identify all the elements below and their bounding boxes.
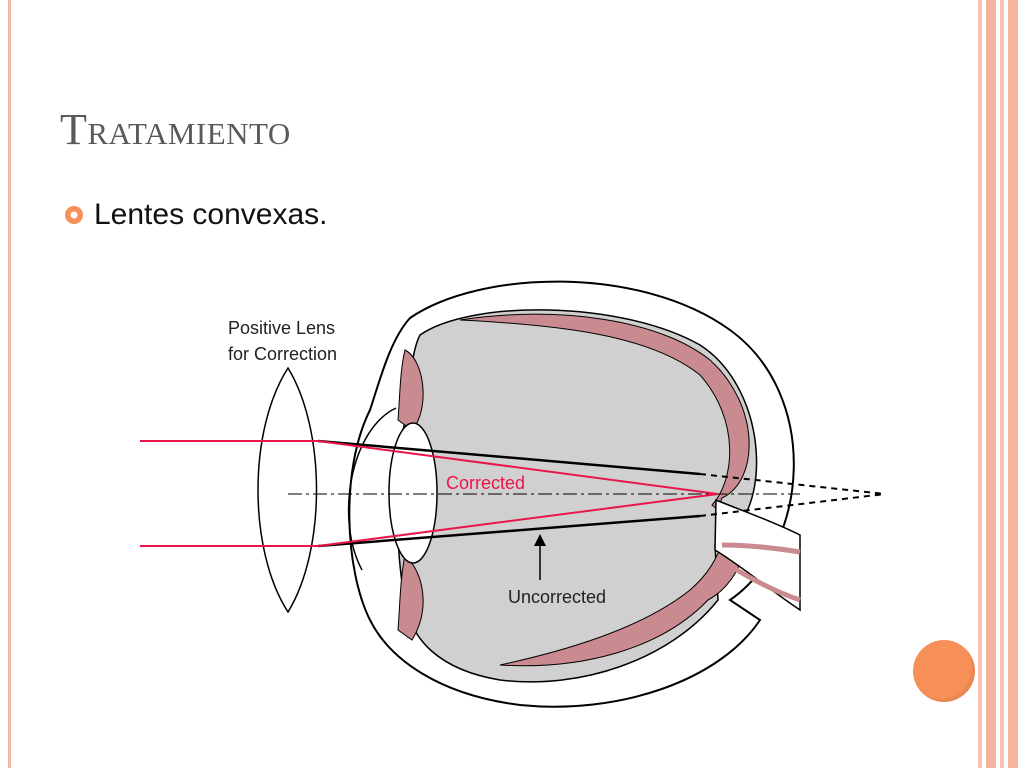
bullet-text: Lentes convexas.	[94, 198, 328, 231]
optic-nerve-tissue	[721, 542, 801, 555]
positive-correction-lens	[257, 366, 318, 614]
cornea	[347, 407, 397, 571]
uncorrected-ray-top	[317, 439, 701, 476]
uncorrected-label: Uncorrected	[508, 587, 606, 607]
lens-label-line1: Positive Lens	[228, 318, 335, 338]
crystalline-lens	[388, 422, 438, 564]
uncorrected-ray-bottom-extension	[699, 493, 886, 517]
corrected-label: Corrected	[446, 473, 525, 493]
corrected-ray-bottom	[317, 493, 719, 547]
left-border-line	[8, 0, 11, 768]
right-decorative-stripes	[964, 0, 1024, 768]
orange-accent-circle	[913, 640, 975, 702]
eye-lens-diagram: Positive Lens for Correction Corrected U…	[140, 280, 886, 708]
bullet-item: Lentes convexas.	[64, 198, 327, 232]
optic-nerve-tissue-lower	[718, 557, 801, 603]
corrected-ray-top	[317, 440, 719, 495]
uncorrected-ray-bottom	[317, 514, 701, 548]
uncorrected-arrow-head	[534, 534, 546, 546]
lens-label-line2: for Correction	[228, 344, 337, 364]
iris-lower	[397, 553, 424, 641]
uncorrected-ray-top-extension	[699, 473, 886, 495]
retina-tissue	[459, 313, 750, 667]
bullet-gear-icon	[65, 206, 83, 224]
slide-title: Tratamiento	[60, 105, 291, 154]
optic-nerve	[714, 498, 801, 612]
